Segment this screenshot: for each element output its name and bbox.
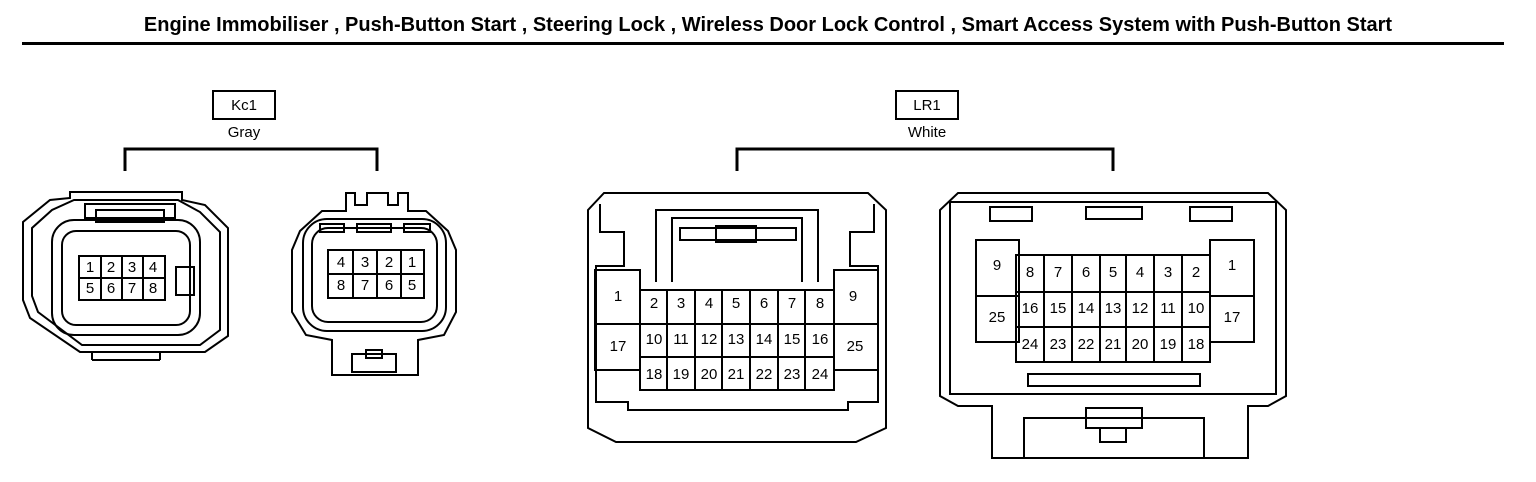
lr1-left-pin: 20: [701, 366, 718, 383]
lr1-right-pin: 13: [1105, 300, 1122, 317]
lr1-left-pin: 22: [756, 366, 773, 383]
kc1-female-pin: 2: [385, 254, 393, 271]
lr1-right-pin: 3: [1164, 264, 1172, 281]
lr1-left-pin: 18: [646, 366, 663, 383]
lr1-left-pin: 16: [812, 331, 829, 348]
lr1-right-pin: 10: [1188, 300, 1205, 317]
kc1-male-pin: 4: [149, 259, 157, 276]
lr1-right-pin: 14: [1078, 300, 1095, 317]
lr1-label-box: [895, 90, 959, 120]
lr1-right-pin: 5: [1109, 264, 1117, 281]
lr1-left-pin: 13: [728, 331, 745, 348]
lr1-right-pin: 25: [989, 309, 1006, 326]
lr1-right-pin: 23: [1050, 336, 1067, 353]
kc1-female-pin: 1: [408, 254, 416, 271]
kc1-female-connector: [291, 192, 457, 376]
lr1-right-pin: 22: [1078, 336, 1095, 353]
kc1-female-pin: 5: [408, 277, 416, 294]
lr1-left-connector: [587, 192, 887, 443]
lr1-right-pin: 6: [1082, 264, 1090, 281]
lr1-left-pin: 9: [849, 288, 857, 305]
kc1-female-pin: 8: [337, 277, 345, 294]
lr1-left-pin: 2: [650, 295, 658, 312]
lr1-right-pin: 18: [1188, 336, 1205, 353]
lr1-right-pin: 19: [1160, 336, 1177, 353]
lr1-right-pin: 15: [1050, 300, 1067, 317]
kc1-male-pin: 6: [107, 280, 115, 297]
lr1-color: White: [908, 124, 946, 141]
lr1-left-pin: 5: [732, 295, 740, 312]
lr1-left-pin: 23: [784, 366, 801, 383]
diagram-title: Engine Immobiliser , Push-Button Start ,…: [143, 14, 1393, 36]
lr1-left-pin: 19: [673, 366, 690, 383]
lr1-left-pin: 24: [812, 366, 829, 383]
lr1-bracket: [735, 147, 1115, 171]
lr1-right-pin: 2: [1192, 264, 1200, 281]
kc1-female-pin: 7: [361, 277, 369, 294]
lr1-right-pin: 17: [1224, 309, 1241, 326]
lr1-right-pin: 20: [1132, 336, 1149, 353]
lr1-right-pin: 7: [1054, 264, 1062, 281]
lr1-right-pin: 11: [1160, 300, 1176, 317]
lr1-right-pin: 9: [993, 257, 1001, 274]
lr1-left-pin: 17: [610, 338, 627, 355]
lr1-left-pin: 7: [788, 295, 796, 312]
lr1-left-pin: 12: [701, 331, 718, 348]
kc1-female-pin: 6: [385, 277, 393, 294]
kc1-male-pin: 1: [86, 259, 94, 276]
lr1-left-pin: 15: [784, 331, 801, 348]
lr1-left-pin: 6: [760, 295, 768, 312]
lr1-right-pin: 4: [1136, 264, 1144, 281]
lr1-left-pin: 4: [705, 295, 713, 312]
lr1-left-pin: 3: [677, 295, 685, 312]
lr1-right-pin: 21: [1105, 336, 1122, 353]
kc1-color: Gray: [228, 124, 261, 141]
lr1-code: LR1: [913, 97, 941, 114]
lr1-right-pin: 16: [1022, 300, 1039, 317]
lr1-right-connector: [939, 192, 1287, 459]
lr1-left-pin: 1: [614, 288, 622, 305]
kc1-male-connector: [22, 191, 229, 361]
kc1-label-box: [212, 90, 276, 120]
kc1-male-pin: 7: [128, 280, 136, 297]
kc1-male-pin: 5: [86, 280, 94, 297]
lr1-left-pin: 10: [646, 331, 663, 348]
lr1-right-pin: 8: [1026, 264, 1034, 281]
kc1-male-pin: 8: [149, 280, 157, 297]
kc1-bracket: [123, 147, 379, 171]
lr1-left-pin: 8: [816, 295, 824, 312]
lr1-left-pin: 21: [728, 366, 745, 383]
lr1-left-pin: 14: [756, 331, 773, 348]
lr1-left-pin: 11: [673, 331, 689, 348]
lr1-right-pin: 24: [1022, 336, 1039, 353]
lr1-right-pin: 1: [1228, 257, 1236, 274]
kc1-female-pin: 3: [361, 254, 369, 271]
kc1-female-pin: 4: [337, 254, 345, 271]
kc1-code: Kc1: [231, 97, 257, 114]
lr1-right-pin: 12: [1132, 300, 1149, 317]
lr1-left-pin: 25: [847, 338, 864, 355]
kc1-male-pin: 3: [128, 259, 136, 276]
title-underline: [22, 42, 1504, 45]
kc1-male-pin: 2: [107, 259, 115, 276]
